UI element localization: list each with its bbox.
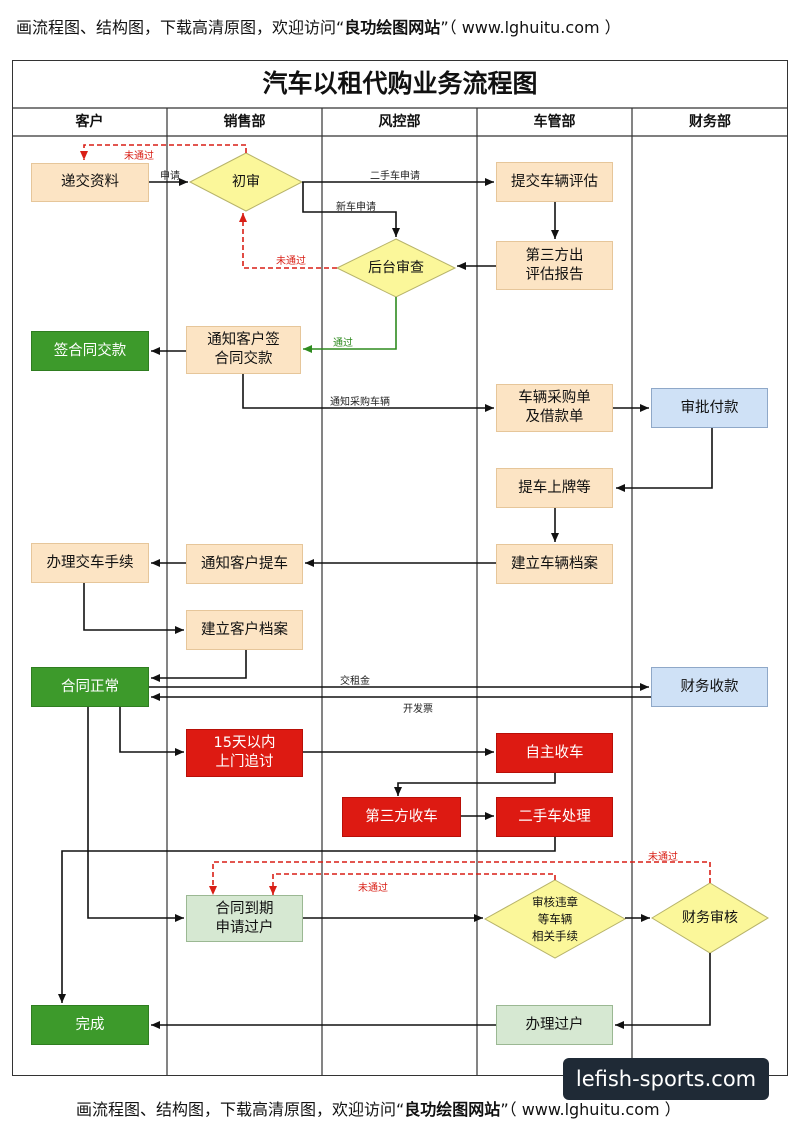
edge-label-notify-buy: 通知采购车辆 xyxy=(330,397,390,408)
edge-label-reject3: 未通过 xyxy=(648,852,678,863)
node-third-recover: 第三方收车 xyxy=(342,797,461,837)
edge-label-reject1: 未通过 xyxy=(124,151,154,162)
node-used-car: 二手车处理 xyxy=(496,797,613,837)
node-notify-pickup: 通知客户提车 xyxy=(186,544,303,584)
node-finance-collect: 财务收款 xyxy=(651,667,768,707)
node-plate: 提车上牌等 xyxy=(496,468,613,508)
node-vehicle-archive: 建立车辆档案 xyxy=(496,544,613,584)
diagram-frame xyxy=(12,60,788,1076)
node-third-party-eval: 第三方出 评估报告 xyxy=(496,241,613,290)
node-chase: 15天以内 上门追讨 xyxy=(186,729,303,777)
lane-header-customer: 客户 xyxy=(75,114,104,130)
node-backend-review: 后台审查 xyxy=(368,260,424,276)
node-customer-archive: 建立客户档案 xyxy=(186,610,303,650)
node-contract-expire: 合同到期 申请过户 xyxy=(186,895,303,942)
edge-label-reject4: 未通过 xyxy=(358,883,388,894)
lane-header-risk: 风控部 xyxy=(378,114,421,130)
node-complete: 完成 xyxy=(31,1005,149,1045)
node-handover: 办理交车手续 xyxy=(31,543,149,583)
banner-bottom: 画流程图、结构图，下载高清原图，欢迎访问“良功绘图网站”（ www.lghuit… xyxy=(76,1100,681,1119)
banner-top: 画流程图、结构图，下载高清原图，欢迎访问“良功绘图网站”（ www.lghuit… xyxy=(16,18,621,37)
node-approve-payment: 审批付款 xyxy=(651,388,768,428)
review1-diamond xyxy=(188,152,304,212)
node-submit-docs: 递交资料 xyxy=(31,163,149,202)
check-diamond xyxy=(483,879,627,959)
lane-header-vehicle: 车管部 xyxy=(533,114,576,130)
node-purchase-order: 车辆采购单 及借款单 xyxy=(496,384,613,432)
node-self-recover: 自主收车 xyxy=(496,733,613,773)
edge-label-reject2: 未通过 xyxy=(276,256,306,267)
node-initial-review: 初审 xyxy=(232,174,260,190)
edge-label-deposit: 交租金 xyxy=(340,676,370,687)
node-check-violations: 审核违章 等车辆 相关手续 xyxy=(532,894,578,943)
node-transfer: 办理过户 xyxy=(496,1005,613,1045)
diagram-title: 汽车以租代购业务流程图 xyxy=(262,69,538,98)
lane-header-sales: 销售部 xyxy=(223,114,266,130)
node-contract-normal: 合同正常 xyxy=(31,667,149,707)
edge-label-new-apply: 新车申请 xyxy=(336,202,376,213)
edge-label-pass: 通过 xyxy=(333,338,353,349)
watermark-badge: lefish-sports.com xyxy=(563,1058,769,1100)
node-notify-sign: 通知客户签 合同交款 xyxy=(186,326,301,374)
node-sign-contract: 签合同交款 xyxy=(31,331,149,371)
node-submit-eval: 提交车辆评估 xyxy=(496,162,613,202)
edge-label-used-apply: 二手车申请 xyxy=(370,171,420,182)
node-finance-review: 财务审核 xyxy=(682,910,738,926)
edge-label-apply: 申请 xyxy=(160,171,180,182)
lane-grid xyxy=(12,107,788,1076)
lane-header-finance: 财务部 xyxy=(689,114,731,130)
edge-label-invoice: 开发票 xyxy=(403,704,433,715)
